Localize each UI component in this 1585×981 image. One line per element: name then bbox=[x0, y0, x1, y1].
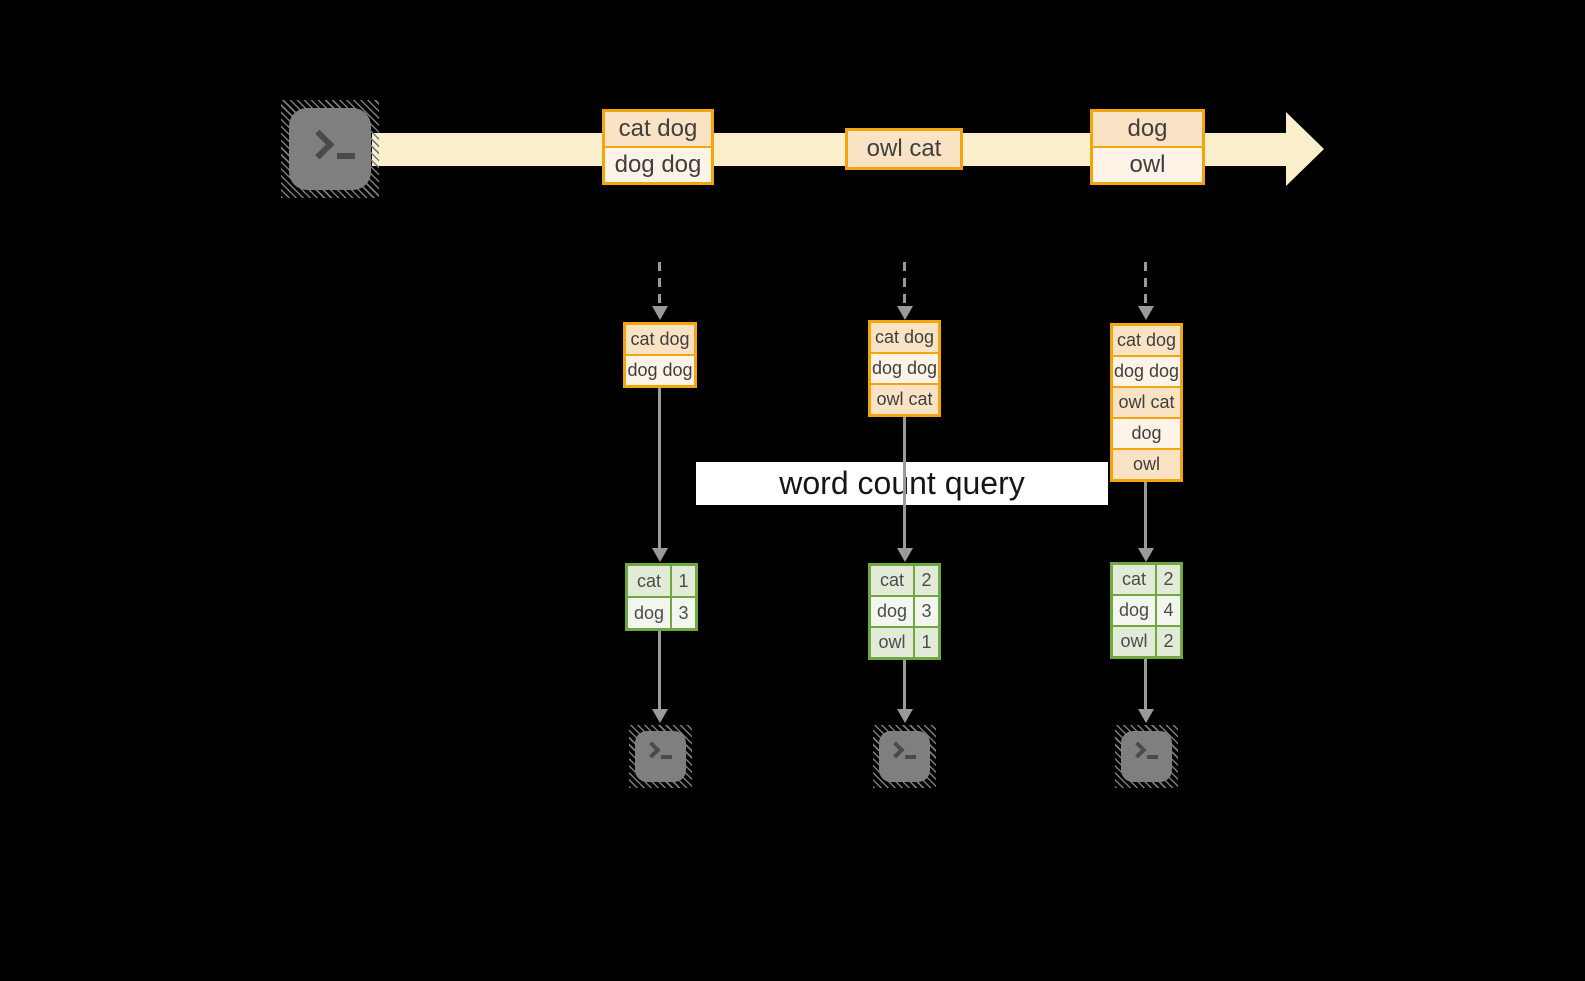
event-row: owl bbox=[1093, 146, 1202, 182]
arrow-line bbox=[1144, 659, 1147, 709]
result-row: owl 2 bbox=[1113, 625, 1180, 656]
dashed-arrowhead-icon bbox=[1138, 306, 1154, 320]
count-cell: 3 bbox=[672, 598, 695, 628]
result-row: dog 3 bbox=[871, 595, 938, 626]
word-cell: owl bbox=[871, 628, 915, 657]
chevron-right-icon bbox=[304, 129, 335, 160]
count-cell: 3 bbox=[915, 597, 938, 626]
sink-terminal-icon-2 bbox=[873, 725, 936, 788]
terminal-body bbox=[289, 108, 371, 190]
word-cell: cat bbox=[871, 566, 915, 595]
count-cell: 2 bbox=[915, 566, 938, 595]
result-row: dog 4 bbox=[1113, 594, 1180, 625]
stream-event-box-3: dog owl bbox=[1090, 109, 1205, 185]
event-row: dog dog bbox=[605, 146, 711, 182]
count-cell: 1 bbox=[915, 628, 938, 657]
result-table-1: cat 1 dog 3 bbox=[625, 563, 698, 631]
arrow-line bbox=[658, 631, 661, 709]
batch-row: owl cat bbox=[1113, 386, 1180, 417]
arrow-line bbox=[1144, 482, 1147, 548]
word-cell: dog bbox=[1113, 596, 1157, 625]
word-cell: dog bbox=[628, 598, 672, 628]
count-cell: 4 bbox=[1157, 596, 1180, 625]
batch-box-2: cat dog dog dog owl cat bbox=[868, 320, 941, 417]
terminal-body bbox=[635, 731, 686, 782]
arrowhead-icon bbox=[897, 548, 913, 562]
terminal-body bbox=[879, 731, 930, 782]
chevron-right-icon bbox=[1129, 741, 1147, 759]
batch-row: dog dog bbox=[871, 352, 938, 383]
sink-terminal-icon-1 bbox=[629, 725, 692, 788]
batch-row: owl cat bbox=[871, 383, 938, 414]
result-table-3: cat 2 dog 4 owl 2 bbox=[1110, 562, 1183, 659]
underscore-cursor-icon bbox=[337, 153, 355, 159]
word-cell: cat bbox=[628, 566, 672, 596]
count-cell: 2 bbox=[1157, 565, 1180, 594]
arrowhead-icon bbox=[652, 709, 668, 723]
batch-box-1: cat dog dog dog bbox=[623, 322, 697, 388]
arrowhead-icon bbox=[652, 548, 668, 562]
batch-row: dog dog bbox=[1113, 355, 1180, 386]
arrowhead-icon bbox=[1138, 709, 1154, 723]
source-terminal-icon bbox=[281, 100, 379, 198]
arrow-line bbox=[903, 417, 906, 548]
terminal-body bbox=[1121, 731, 1172, 782]
prompt-glyph-icon bbox=[635, 731, 686, 782]
dashed-arrowhead-icon bbox=[652, 306, 668, 320]
event-row: dog bbox=[1093, 112, 1202, 146]
batch-row: cat dog bbox=[1113, 326, 1180, 355]
prompt-glyph-icon bbox=[1121, 731, 1172, 782]
batch-row: dog bbox=[1113, 417, 1180, 448]
batch-box-3: cat dog dog dog owl cat dog owl bbox=[1110, 323, 1183, 482]
result-row: cat 2 bbox=[1113, 565, 1180, 594]
word-cell: dog bbox=[871, 597, 915, 626]
underscore-cursor-icon bbox=[905, 755, 916, 759]
batch-row: owl bbox=[1113, 448, 1180, 479]
chevron-right-icon bbox=[643, 741, 661, 759]
word-cell: owl bbox=[1113, 627, 1157, 656]
result-row: cat 1 bbox=[628, 566, 695, 596]
arrowhead-icon bbox=[897, 709, 913, 723]
result-row: dog 3 bbox=[628, 596, 695, 628]
stream-event-box-1: cat dog dog dog bbox=[602, 109, 714, 185]
count-cell: 1 bbox=[672, 566, 695, 596]
event-row: owl cat bbox=[848, 131, 960, 167]
arrow-line bbox=[658, 388, 661, 548]
sink-terminal-icon-3 bbox=[1115, 725, 1178, 788]
dashed-arrow-line bbox=[1144, 262, 1147, 306]
dashed-arrow-line bbox=[903, 262, 906, 306]
count-cell: 2 bbox=[1157, 627, 1180, 656]
dashed-arrow-line bbox=[658, 262, 661, 306]
chevron-right-icon bbox=[887, 741, 905, 759]
word-cell: cat bbox=[1113, 565, 1157, 594]
result-row: cat 2 bbox=[871, 566, 938, 595]
prompt-glyph-icon bbox=[289, 108, 371, 190]
prompt-glyph-icon bbox=[879, 731, 930, 782]
batch-row: cat dog bbox=[871, 323, 938, 352]
stream-event-box-2: owl cat bbox=[845, 128, 963, 170]
dashed-arrowhead-icon bbox=[897, 306, 913, 320]
result-row: owl 1 bbox=[871, 626, 938, 657]
arrow-line bbox=[903, 660, 906, 709]
stream-arrowhead-icon bbox=[1286, 112, 1324, 186]
result-table-2: cat 2 dog 3 owl 1 bbox=[868, 563, 941, 660]
query-label: word count query bbox=[696, 462, 1108, 505]
underscore-cursor-icon bbox=[1147, 755, 1158, 759]
batch-row: dog dog bbox=[626, 354, 694, 385]
underscore-cursor-icon bbox=[661, 755, 672, 759]
arrowhead-icon bbox=[1138, 548, 1154, 562]
event-row: cat dog bbox=[605, 112, 711, 146]
batch-row: cat dog bbox=[626, 325, 694, 354]
